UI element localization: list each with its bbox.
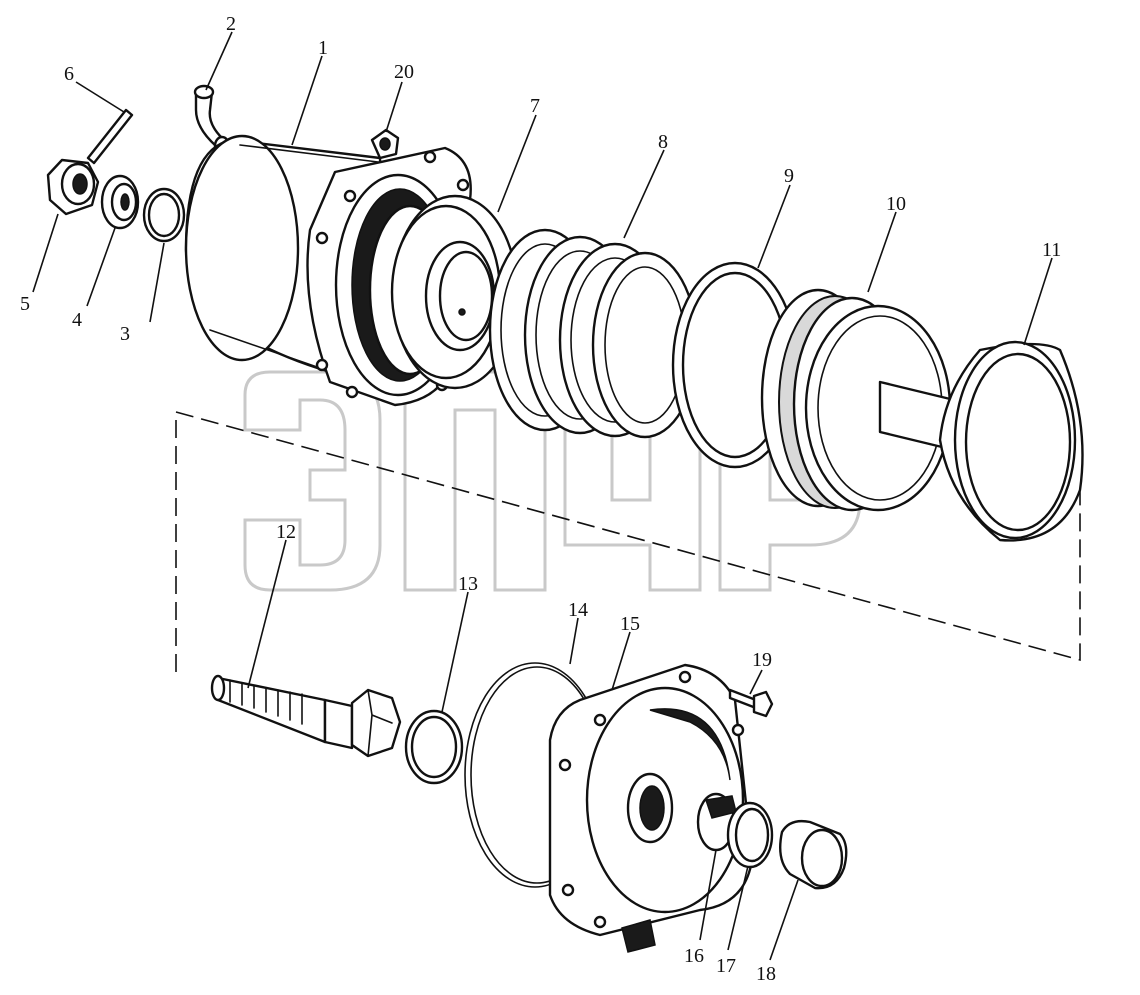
callout-2: 2 [226,13,236,35]
part-18-cap-plug [779,819,848,890]
part-17-sealing-ring [726,801,774,869]
callout-15: 15 [620,613,640,635]
part-13-o-ring [404,709,464,785]
alignment-dashed-line [175,410,1081,672]
part-19-screw [728,688,774,718]
callout-5: 5 [20,293,30,315]
callout-1: 1 [318,37,328,59]
callout-18: 18 [756,963,776,985]
callout-13: 13 [458,573,478,595]
part-5-nut [46,158,100,216]
part-8-coil-spring [488,228,699,439]
part-20-plug [370,128,400,160]
part-6-pin [86,108,134,165]
callout-labels: 1 2 3 4 5 6 7 8 9 10 11 12 13 14 15 16 1… [20,13,1061,985]
part-4-washer [100,174,140,230]
callout-11: 11 [1042,239,1061,261]
part-3-o-ring [142,187,186,243]
callout-6: 6 [64,63,74,85]
callout-9: 9 [784,165,794,187]
callout-17: 17 [716,955,736,977]
part-11-cup-seal [938,340,1084,542]
callout-14: 14 [568,599,588,621]
part-12-bolt [210,674,402,758]
callout-7: 7 [530,95,540,117]
part-7-guide-bushing [390,194,519,390]
callout-4: 4 [72,309,82,331]
callout-8: 8 [658,131,668,153]
callout-3: 3 [120,323,130,345]
leader-lines [32,31,1053,961]
part-15-end-cover [548,663,754,953]
callout-19: 19 [752,649,772,671]
callout-16: 16 [684,945,704,967]
callout-10: 10 [886,193,906,215]
callout-12: 12 [276,521,296,543]
callout-20: 20 [394,61,414,83]
